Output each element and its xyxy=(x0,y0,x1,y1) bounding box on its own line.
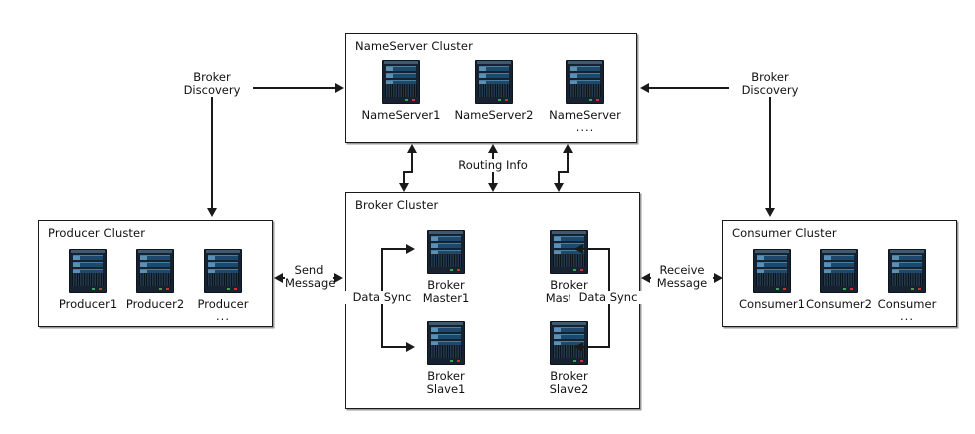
server-icon xyxy=(136,249,174,293)
data-sync-left-branch-bottom xyxy=(381,346,408,348)
routing-right-arrow-up xyxy=(563,144,573,153)
data-sync-left-arrow-bottom xyxy=(406,342,415,352)
edge-label-receive-message: Receive Message xyxy=(651,264,713,290)
edge-label-data-sync-left: Data Sync xyxy=(344,291,420,304)
routing-right-arrow-down xyxy=(554,183,564,192)
cluster-broker[interactable]: Broker Cluster Broker Master1 Broker Mas… xyxy=(344,192,646,409)
routing-left-arrow-up xyxy=(407,144,417,153)
broker-discovery-right-arrowhead-down xyxy=(765,208,775,217)
node-ellipsis: .... xyxy=(575,120,595,134)
node-label: Consumer2 xyxy=(806,297,872,311)
server-icon xyxy=(427,321,465,365)
routing-left-down-stem xyxy=(403,171,405,184)
node-producer2[interactable]: Producer2 xyxy=(112,249,198,311)
node-nameserver-more[interactable]: NameServer .... xyxy=(542,60,628,133)
routing-left-elbow xyxy=(403,171,413,173)
data-sync-left-arrow-top xyxy=(406,244,415,254)
cluster-title-consumer: Consumer Cluster xyxy=(732,226,837,240)
server-icon xyxy=(475,60,513,104)
node-broker-slave2[interactable]: Broker Slave2 xyxy=(526,321,612,396)
node-consumer1[interactable]: Consumer1 xyxy=(729,249,815,311)
node-label: Consumer1 xyxy=(739,297,805,311)
cluster-title-broker: Broker Cluster xyxy=(355,198,439,212)
data-sync-left-branch-top xyxy=(381,248,408,250)
routing-middle-arrow-down xyxy=(488,183,498,192)
receive-message-arrow-right xyxy=(714,273,723,283)
broker-discovery-left-arrowhead-down xyxy=(207,208,217,217)
node-ellipsis: ... xyxy=(216,309,230,323)
server-icon xyxy=(204,249,242,293)
node-label: NameServer1 xyxy=(361,108,441,122)
data-sync-right-branch-bottom xyxy=(582,346,610,348)
data-sync-right-branch-top xyxy=(582,248,610,250)
data-sync-right-arrow-bottom xyxy=(574,342,583,352)
server-icon xyxy=(427,230,465,274)
node-label: NameServer2 xyxy=(454,108,534,122)
routing-right-down-stem xyxy=(558,171,560,184)
node-producer1[interactable]: Producer1 xyxy=(45,249,131,311)
routing-middle-arrow-up xyxy=(488,144,498,153)
server-icon xyxy=(888,249,926,293)
receive-message-arrow-left xyxy=(641,273,650,283)
broker-discovery-left-horizontal xyxy=(212,87,337,89)
node-label: NameServer xyxy=(549,108,621,122)
node-label: Producer1 xyxy=(58,297,118,311)
cluster-title-producer: Producer Cluster xyxy=(48,226,146,240)
node-broker-slave1[interactable]: Broker Slave1 xyxy=(403,321,489,396)
node-label: Broker Slave2 xyxy=(549,369,589,396)
data-sync-right-arrow-top xyxy=(574,244,583,254)
send-message-arrow-right xyxy=(334,273,343,283)
broker-discovery-left-arrowhead xyxy=(335,83,344,93)
node-label: Producer2 xyxy=(125,297,185,311)
node-label: Broker Master1 xyxy=(422,278,470,305)
cluster-producer[interactable]: Producer Cluster Producer1 Producer2 xyxy=(38,220,273,327)
cluster-consumer[interactable]: Consumer Cluster Consumer1 Consumer2 xyxy=(722,220,957,327)
node-consumer-more[interactable]: Consumer ... xyxy=(864,249,950,322)
node-nameserver2[interactable]: NameServer2 xyxy=(451,60,537,122)
server-icon xyxy=(753,249,791,293)
broker-discovery-right-horizontal xyxy=(648,87,770,89)
node-broker-master2[interactable]: Broker Master2 xyxy=(526,230,612,305)
edge-label-data-sync-right: Data Sync xyxy=(570,291,646,304)
cluster-title-nameserver: NameServer Cluster xyxy=(355,39,473,53)
edge-label-routing-info: Routing Info xyxy=(450,159,536,172)
server-icon xyxy=(550,230,588,274)
node-label: Consumer xyxy=(877,297,937,311)
node-consumer2[interactable]: Consumer2 xyxy=(796,249,882,311)
node-label: Producer xyxy=(197,297,249,311)
node-ellipsis: ... xyxy=(900,309,914,323)
send-message-arrow-left xyxy=(274,273,283,283)
edge-label-broker-discovery-right: Broker Discovery xyxy=(729,71,811,97)
node-nameserver1[interactable]: NameServer1 xyxy=(358,60,444,122)
broker-discovery-right-vertical xyxy=(769,87,771,209)
broker-discovery-left-vertical xyxy=(211,87,213,209)
broker-discovery-right-arrowhead xyxy=(640,83,649,93)
node-label: Broker Slave1 xyxy=(426,369,466,396)
server-icon xyxy=(566,60,604,104)
server-icon xyxy=(820,249,858,293)
routing-left-up-stem xyxy=(411,152,413,173)
edge-label-broker-discovery-left: Broker Discovery xyxy=(171,71,253,97)
routing-right-up-stem xyxy=(567,152,569,173)
node-broker-master1[interactable]: Broker Master1 xyxy=(403,230,489,305)
routing-right-elbow xyxy=(558,171,569,173)
edge-label-send-message: Send Message xyxy=(285,263,336,290)
node-producer-more[interactable]: Producer ... xyxy=(180,249,266,322)
routing-left-arrow-down xyxy=(399,183,409,192)
server-icon xyxy=(382,60,420,104)
cluster-nameserver[interactable]: NameServer Cluster NameServer1 NameServe… xyxy=(345,33,637,143)
server-icon xyxy=(69,249,107,293)
